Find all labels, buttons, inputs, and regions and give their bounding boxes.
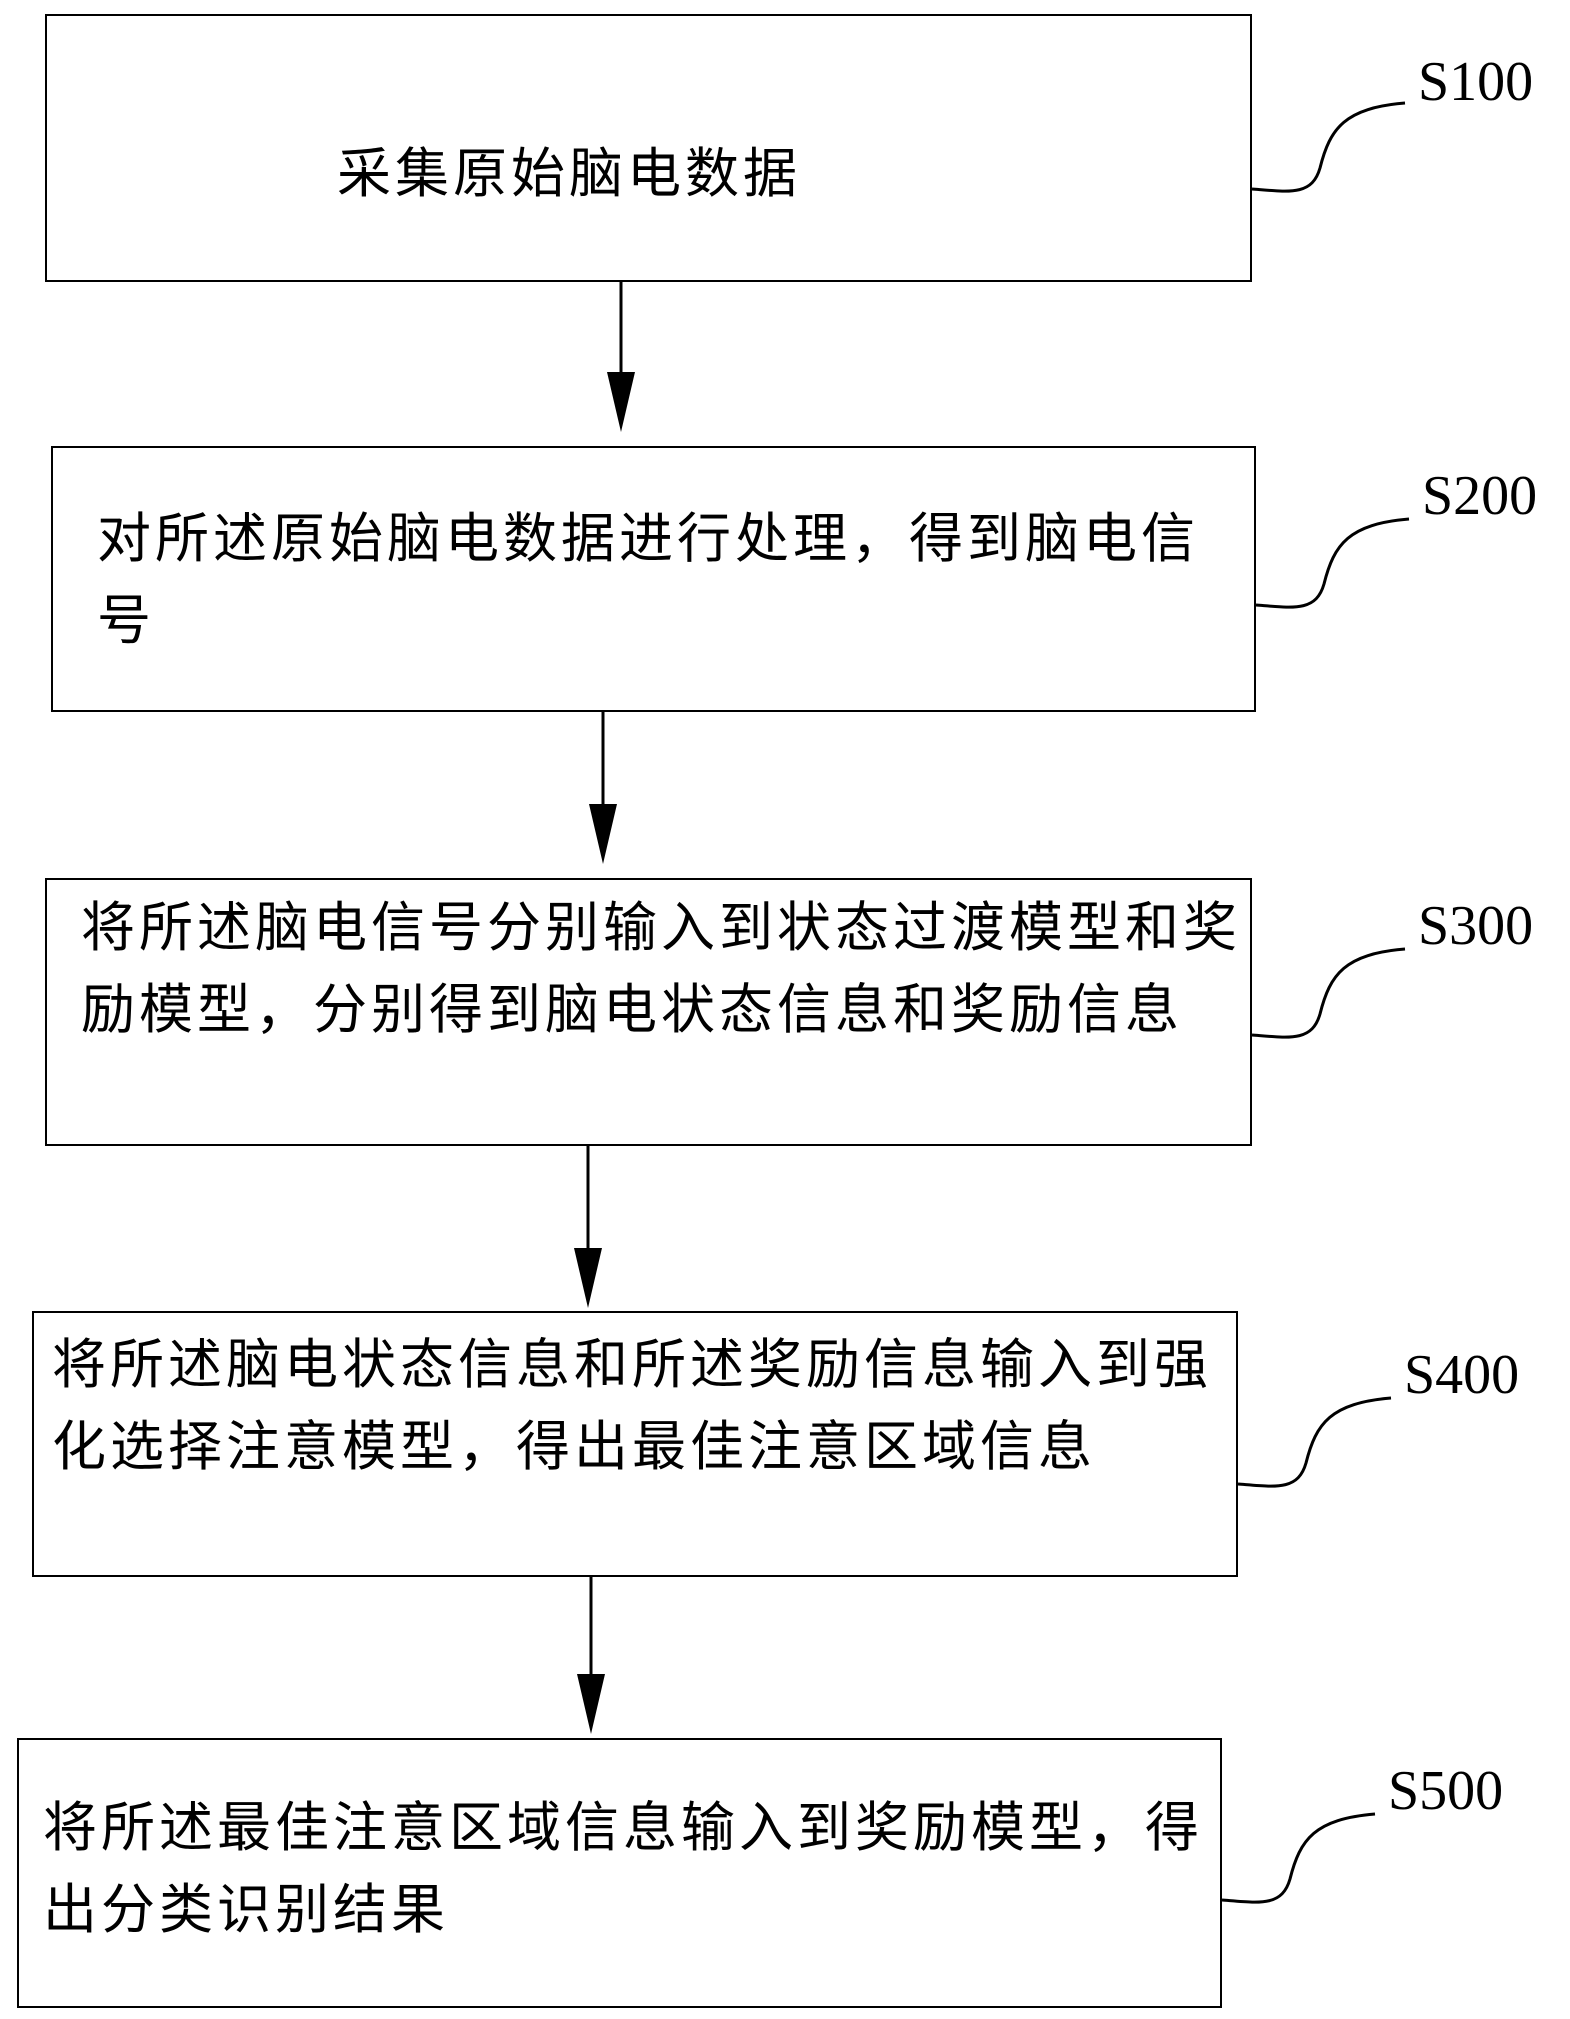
leader-line-s400 [1237, 1396, 1392, 1488]
leader-line-s100 [1251, 101, 1406, 193]
step-text-s200: 对所述原始脑电数据进行处理，得到脑电信号 [97, 507, 1199, 652]
arrow-s100-to-s200 [607, 282, 635, 432]
step-text-s300: 将所述脑电信号分别输入到状态过渡模型和奖励模型，分别得到脑电状态信息和奖励信息 [81, 896, 1241, 1041]
step-label-s500: S500 [1388, 1760, 1504, 1822]
step-label-s100: S100 [1418, 51, 1534, 113]
leader-line-s200 [1255, 517, 1410, 609]
step-text-s100: 采集原始脑电数据 [337, 142, 801, 205]
step-box-s300: 将所述脑电信号分别输入到状态过渡模型和奖励模型，分别得到脑电状态信息和奖励信息 [45, 878, 1252, 1146]
step-box-s200: 对所述原始脑电数据进行处理，得到脑电信号 [51, 446, 1256, 712]
step-box-s100: 采集原始脑电数据 [45, 14, 1252, 282]
arrow-s400-to-s500 [577, 1577, 605, 1734]
leader-line-s300 [1251, 947, 1406, 1039]
step-label-s200: S200 [1422, 465, 1538, 527]
step-box-s400: 将所述脑电状态信息和所述奖励信息输入到强化选择注意模型，得出最佳注意区域信息 [32, 1311, 1238, 1577]
step-label-s300: S300 [1418, 895, 1534, 957]
leader-line-s500 [1221, 1812, 1376, 1904]
step-text-s400: 将所述脑电状态信息和所述奖励信息输入到强化选择注意模型，得出最佳注意区域信息 [52, 1333, 1212, 1478]
arrow-s300-to-s400 [574, 1146, 602, 1308]
step-label-s400: S400 [1404, 1344, 1520, 1406]
step-box-s500: 将所述最佳注意区域信息输入到奖励模型，得出分类识别结果 [17, 1738, 1222, 2008]
arrow-s200-to-s300 [589, 712, 617, 864]
step-text-s500: 将所述最佳注意区域信息输入到奖励模型，得出分类识别结果 [43, 1796, 1203, 1941]
